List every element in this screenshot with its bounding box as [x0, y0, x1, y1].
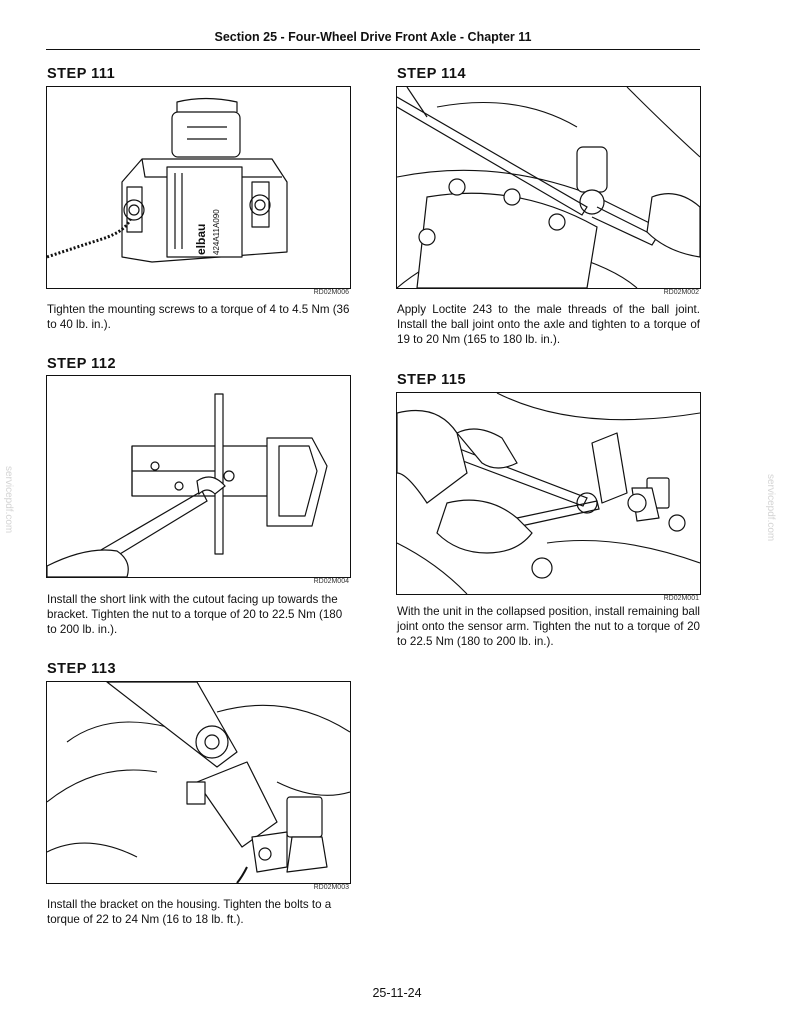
step-112-text: Install the short link with the cutout f… [47, 593, 343, 636]
step-113-figure [46, 681, 351, 884]
step-114-figure-code: RD02M002 [663, 289, 699, 296]
step-111-figure: elbau 424A11A090 [46, 86, 351, 289]
step-112-title: STEP 112 [47, 356, 117, 372]
sensor-arm-ball-joint-illustration [397, 393, 700, 594]
step-115-text: With the unit in the collapsed position,… [397, 605, 700, 648]
page-number: 25-11-24 [372, 986, 422, 1000]
step-114-figure [396, 86, 701, 289]
sensor-label-brand: elbau [194, 224, 208, 255]
step-113-figure-code: RD02M003 [313, 884, 349, 891]
step-111-title: STEP 111 [47, 66, 116, 82]
step-114-text: Apply Loctite 243 to the male threads of… [397, 303, 700, 346]
step-113-title: STEP 113 [47, 661, 117, 677]
step-112-figure-code: RD02M004 [313, 578, 349, 585]
section-header: Section 25 - Four-Wheel Drive Front Axle… [214, 30, 532, 44]
sensor-mounting-illustration: elbau 424A11A090 [47, 97, 288, 263]
step-113-text: Install the bracket on the housing. Tigh… [47, 898, 332, 926]
watermark-right: servicepdf.com [765, 474, 776, 542]
ball-joint-axle-illustration [397, 87, 700, 288]
watermark-left: servicepdf.com [3, 466, 14, 534]
step-114-title: STEP 114 [397, 66, 467, 82]
header-rule [46, 49, 700, 50]
sensor-label-part: 424A11A090 [212, 209, 221, 255]
step-115-title: STEP 115 [397, 372, 467, 388]
bracket-install-illustration [47, 682, 350, 883]
short-link-illustration [47, 393, 328, 577]
step-112-figure [46, 375, 351, 578]
step-111-text: Tighten the mounting screws to a torque … [47, 303, 350, 331]
step-115-figure-code: RD02M001 [663, 595, 699, 602]
step-111-figure-code: RD02M006 [313, 289, 349, 296]
step-115-figure [396, 392, 701, 595]
